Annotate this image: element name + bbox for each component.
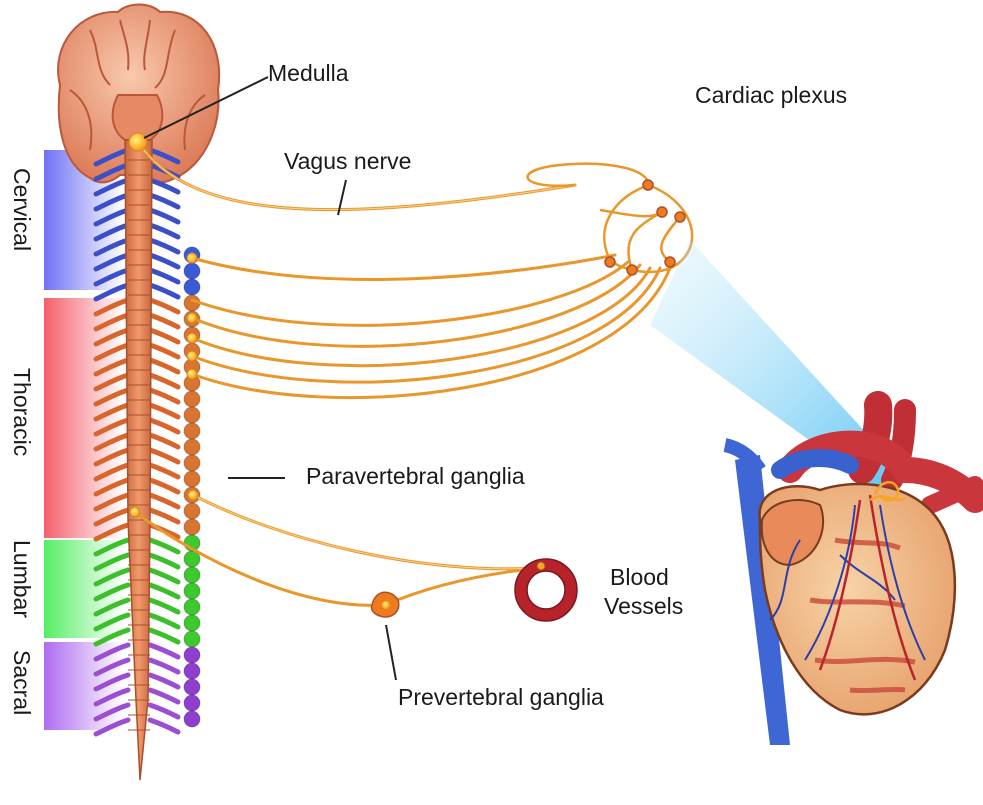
spinal-nerve-ray xyxy=(150,270,178,282)
sacral-band xyxy=(44,642,124,730)
blood-vessels-line1: Blood xyxy=(604,563,683,592)
spinal-nerve-ray xyxy=(150,600,178,612)
spinal-nerve-ray xyxy=(150,255,178,267)
spinal-nerve-ray xyxy=(150,585,178,597)
region-label-lumbar: Lumbar xyxy=(10,540,33,618)
spinal-nerve-ray xyxy=(150,570,178,582)
spinal-nerve-ray xyxy=(150,315,178,327)
region-label-thoracic: Thoracic xyxy=(10,368,33,456)
paravertebral-ganglion-node xyxy=(184,455,200,471)
paravertebral-ganglion-node xyxy=(184,407,200,423)
blood-vessels-label: Blood Vessels xyxy=(604,563,683,621)
region-label-sacral: Sacral xyxy=(10,650,33,715)
paravertebral-ganglion-node xyxy=(184,471,200,487)
paravertebral-ganglion-node xyxy=(184,615,200,631)
heart xyxy=(725,405,975,745)
spinal-nerve-ray xyxy=(150,645,178,657)
prevertebral-ganglia-label: Prevertebral ganglia xyxy=(398,686,604,709)
synapse-dot xyxy=(130,507,140,517)
spinal-nerve-ray xyxy=(150,495,178,507)
paravertebral-ganglion-node xyxy=(184,503,200,519)
paravertebral-ganglion-node xyxy=(184,439,200,455)
spinal-nerve-ray xyxy=(150,675,178,687)
paravertebral-ganglion-node xyxy=(184,583,200,599)
paravertebral-ganglion-node xyxy=(184,711,200,727)
spinal-nerve-ray xyxy=(150,615,178,627)
prevertebral-leader xyxy=(386,625,396,680)
spinal-nerve-ray xyxy=(150,480,178,492)
spinal-nerve-ray xyxy=(150,285,178,297)
spinal-nerve-ray xyxy=(150,405,178,417)
spinal-nerve-ray xyxy=(150,420,178,432)
paravertebral-ganglion-node xyxy=(184,663,200,679)
spinal-nerve-ray xyxy=(150,450,178,462)
spinal-nerve-ray xyxy=(150,720,178,732)
spinal-nerve-ray xyxy=(150,690,178,702)
blood-vessel-ring xyxy=(515,559,577,621)
paravertebral-ganglion-node xyxy=(184,519,200,535)
synapse-dot xyxy=(187,351,197,361)
synapse-dot xyxy=(187,313,197,323)
spinal-nerve-ray xyxy=(150,225,178,237)
paravertebral-ganglia-label: Paravertebral ganglia xyxy=(306,465,525,488)
spinal-nerve-ray xyxy=(150,195,178,207)
spinal-nerve-ray xyxy=(150,375,178,387)
paravertebral-ganglion-node xyxy=(184,631,200,647)
blood-vessels-line2: Vessels xyxy=(604,592,683,621)
cardiac-plexus-label: Cardiac plexus xyxy=(695,84,847,107)
paravertebral-ganglion-node xyxy=(184,423,200,439)
spinal-nerve-ray xyxy=(150,540,178,552)
nerve-fibers xyxy=(135,142,670,605)
spinal-cord xyxy=(125,140,152,780)
synapse-dot xyxy=(187,333,197,343)
prevertebral-ganglion xyxy=(371,592,398,617)
paravertebral-ganglion-node xyxy=(184,599,200,615)
paravertebral-ganglion-node xyxy=(184,263,200,279)
vagus-nerve-label: Vagus nerve xyxy=(284,150,411,173)
spinal-nerve-ray xyxy=(150,555,178,567)
plexus-nodes xyxy=(605,180,685,275)
spinal-nerve-ray xyxy=(150,465,178,477)
paravertebral-ganglion-node xyxy=(184,391,200,407)
synapse-dot xyxy=(129,133,147,151)
nerve-fiber-highlights xyxy=(138,142,575,569)
paravertebral-ganglion-node xyxy=(184,679,200,695)
spinal-nerve-ray xyxy=(150,345,178,357)
spinal-nerve-ray xyxy=(150,330,178,342)
synapse-dot xyxy=(187,369,197,379)
paravertebral-ganglion-node xyxy=(184,567,200,583)
spinal-nerve-ray xyxy=(150,300,178,312)
spinal-nerve-ray xyxy=(150,630,178,642)
spinal-nerve-ray xyxy=(150,210,178,222)
paravertebral-ganglion-node xyxy=(184,695,200,711)
medulla-label: Medulla xyxy=(268,62,349,85)
synapse-dot xyxy=(188,490,198,500)
synapse-dot xyxy=(187,253,197,263)
fiber-to-blood-vessels xyxy=(193,495,540,569)
spinal-nerve-ray xyxy=(150,360,178,372)
paravertebral-ganglion-node xyxy=(184,279,200,295)
fiber-to-prevertebral xyxy=(135,512,385,605)
spinal-nerve-ray xyxy=(150,660,178,672)
spinal-nerve-ray xyxy=(150,510,178,522)
spinal-nerve-ray xyxy=(150,240,178,252)
spinal-nerve-ray xyxy=(150,390,178,402)
paravertebral-ganglion-node xyxy=(184,647,200,663)
region-label-cervical: Cervical xyxy=(10,168,33,251)
spinal-nerve-ray xyxy=(150,705,178,717)
spinal-nerve-ray xyxy=(150,435,178,447)
